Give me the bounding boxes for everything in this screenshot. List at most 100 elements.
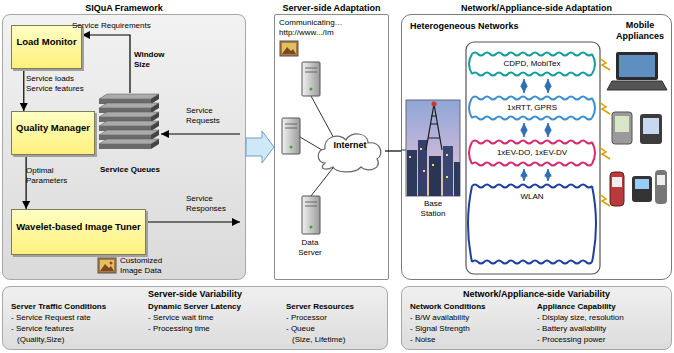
panel-title: Network/Appliance-side Variability	[402, 289, 671, 300]
queue-slab	[151, 139, 159, 149]
edge-label: Service loads Service features	[26, 74, 94, 93]
handoff-arrow	[547, 169, 549, 181]
server-icon	[282, 118, 300, 154]
image-icon	[280, 41, 298, 56]
network-band	[468, 186, 596, 262]
network-band	[472, 163, 592, 166]
queue-slab	[99, 94, 159, 104]
base-station-picture	[420, 148, 422, 150]
cloud-shape	[318, 134, 381, 172]
column-heading: Dynamic Server Latency	[148, 302, 241, 312]
wireless-bolt	[599, 58, 610, 206]
queue-slab	[99, 112, 159, 122]
wireless-bolt	[599, 194, 610, 206]
pda-icon	[640, 114, 662, 144]
list-item: - Display size, resolution	[537, 313, 624, 323]
annotation: Mobile Appliances	[612, 20, 668, 42]
base-station-picture	[454, 162, 460, 196]
queue-slab	[151, 130, 159, 140]
image-icon	[98, 258, 116, 273]
server-icon	[285, 128, 297, 129]
queue-shape	[95, 93, 165, 155]
base-station-picture	[407, 150, 417, 196]
queue-slab	[151, 94, 159, 104]
laptop-icon	[607, 52, 667, 90]
list-item: - Service Request rate	[11, 313, 91, 323]
server-icon	[305, 68, 317, 69]
image-icon	[100, 264, 114, 271]
network-band	[468, 53, 596, 264]
network-band	[468, 185, 596, 264]
base-station-picture	[409, 156, 411, 158]
phone-icon	[612, 177, 622, 187]
network-label: WLAN	[518, 192, 545, 202]
list-item: - Noise	[410, 335, 435, 345]
server-icon	[302, 196, 320, 234]
handoff-arrow	[523, 79, 525, 93]
network-band	[469, 97, 595, 120]
framework-panel: SIQuA FrameworkLoad MonitorQuality Manag…	[2, 14, 246, 280]
phone-icon	[655, 170, 667, 204]
annotation: Service Requests	[186, 106, 230, 125]
flow-arrow	[246, 131, 274, 163]
queue-stack: Service Queues	[95, 93, 165, 175]
network-wire	[311, 96, 336, 142]
node-label: Quality Manager	[16, 122, 90, 133]
queue-slab	[99, 130, 159, 135]
edge-label: Service Requirements	[72, 21, 172, 31]
laptop-icon	[616, 52, 658, 80]
image-icon	[100, 260, 114, 271]
process-box: Load Monitor	[11, 25, 82, 69]
network-band	[469, 142, 595, 164]
list-item: - Signal Strength	[410, 324, 470, 334]
response-arrow	[93, 222, 240, 223]
phone-icon	[610, 172, 624, 206]
list-item: - Processor	[286, 313, 327, 323]
phone-icon	[635, 179, 649, 189]
network-label: 1xRTT, GPRS	[505, 103, 559, 113]
pda-icon	[612, 112, 632, 144]
panel-title: Network/Appliance-side Adaptation	[402, 3, 671, 14]
annotation: Customized Image Data	[120, 256, 172, 275]
pda-icon	[643, 118, 659, 134]
network-outline	[466, 42, 600, 274]
panel-title: SIQuA Framework	[3, 3, 245, 14]
queue-slab	[99, 139, 159, 149]
queue-slab	[99, 121, 159, 126]
server-icon	[305, 202, 317, 203]
network-band	[469, 53, 595, 76]
server-icon	[305, 206, 317, 207]
base-station-picture	[432, 164, 434, 166]
column-heading: Server Traffic Conditions	[11, 302, 106, 312]
image-icon	[110, 262, 113, 265]
annotation: Window Size	[134, 50, 174, 69]
list-item: - Queue	[286, 324, 315, 334]
network-wire	[300, 96, 406, 196]
phone-icon	[610, 170, 667, 206]
list-item: - Battery availability	[537, 324, 606, 334]
server-icon	[305, 72, 317, 73]
phone-icon	[657, 175, 665, 185]
connector	[385, 150, 401, 151]
image-icon	[282, 47, 296, 54]
server-icon	[310, 88, 313, 91]
queue-slab	[99, 103, 159, 108]
annotation: Communicating…	[279, 18, 385, 28]
queue-slab	[99, 144, 151, 149]
response-arrow	[93, 221, 240, 222]
annotation: http://www.../Im	[279, 28, 385, 38]
base-station-picture	[426, 104, 442, 150]
queue-slab	[151, 103, 159, 113]
base-station-picture	[443, 146, 453, 196]
variability-panel: Server-side VariabilityServer Traffic Co…	[2, 286, 388, 350]
network-wire	[401, 150, 406, 151]
pda-icon	[612, 112, 662, 144]
annotation: Service Responses	[186, 194, 234, 213]
queue-slab	[99, 103, 159, 113]
handoff-arrow	[524, 79, 548, 181]
server-icon	[310, 226, 313, 229]
base-station-picture	[406, 100, 460, 196]
process-box: Quality Manager	[11, 111, 95, 155]
